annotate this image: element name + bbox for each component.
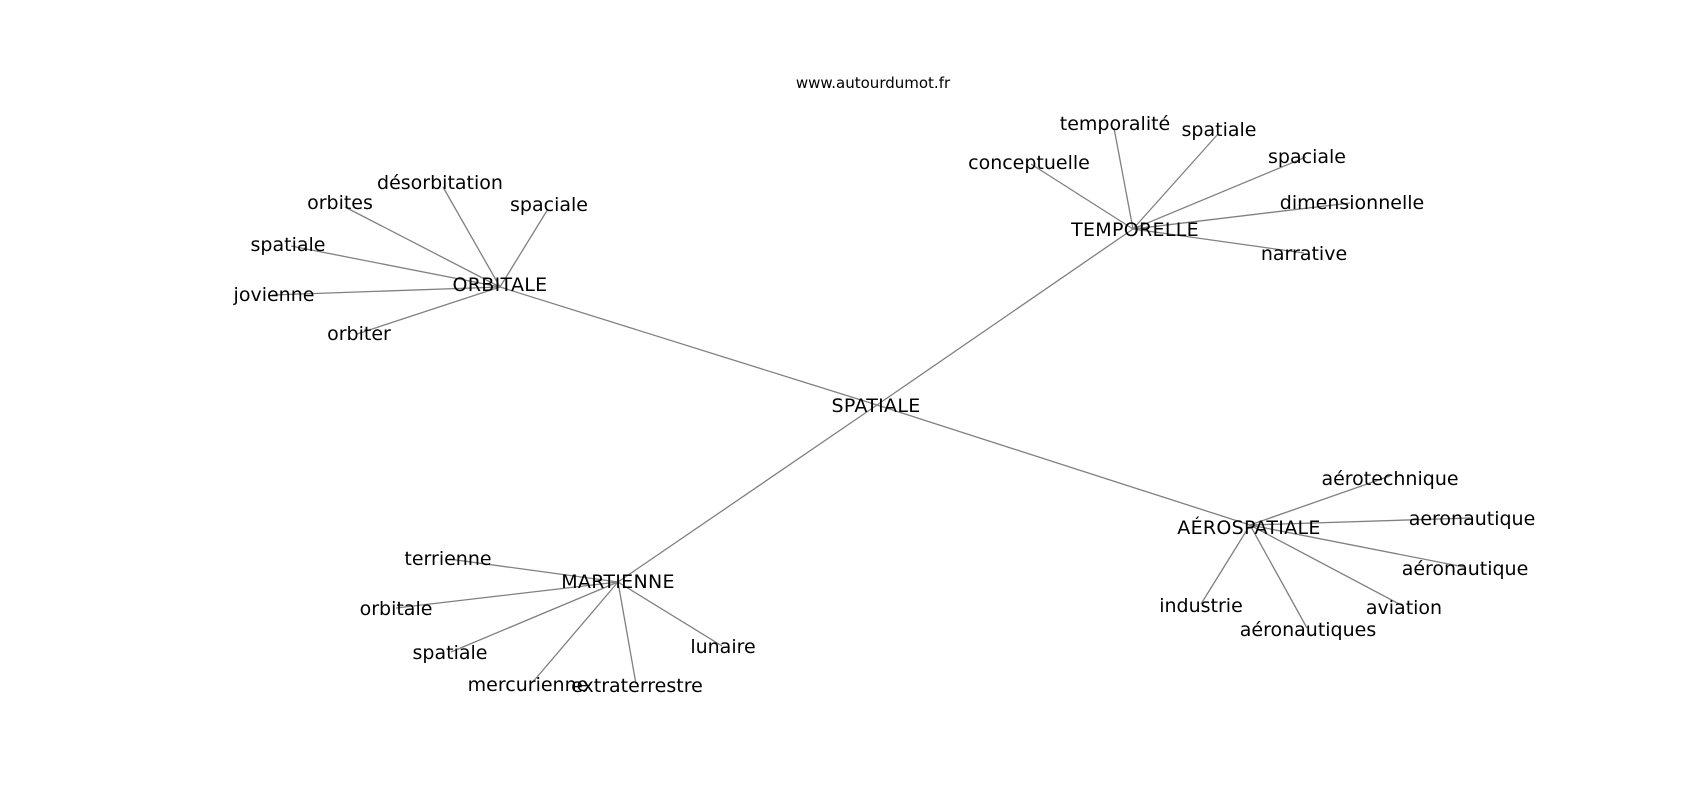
leaf-conceptuelle: conceptuelle xyxy=(968,152,1090,174)
edge-center-temporelle xyxy=(876,228,1134,406)
edge-martienne-mercurienne xyxy=(531,581,619,684)
edge-aerospatiale-aerotechnique xyxy=(1249,475,1391,526)
leaf-mercurienne: mercurienne xyxy=(468,674,589,696)
leaf-spatiale-2: spatiale xyxy=(1182,119,1257,141)
edge-center-orbitale xyxy=(499,286,878,406)
edge-martienne-extraterrestre xyxy=(617,581,637,685)
leaf-terrienne: terrienne xyxy=(404,548,491,570)
leaf-spaciale-2: spaciale xyxy=(1268,146,1346,168)
leaf-aerotechnique: aérotechnique xyxy=(1321,468,1458,490)
edge-temporelle-conceptuelle xyxy=(1030,163,1134,230)
edge-martienne-terrienne xyxy=(448,558,619,583)
edge-martienne-spatiale xyxy=(450,581,619,653)
labels: www.autourdumot.fr SPATIALE ORBITALE dés… xyxy=(233,74,1536,697)
edge-temporelle-temporalite xyxy=(1113,127,1134,230)
leaf-temporalite: temporalité xyxy=(1060,113,1170,135)
leaf-spatiale: spatiale xyxy=(251,234,326,256)
edge-center-aerospatiale xyxy=(876,404,1251,526)
edge-orbitale-spaciale xyxy=(499,208,549,288)
hub-orbitale: ORBITALE xyxy=(453,274,548,296)
leaf-narrative: narrative xyxy=(1261,243,1347,265)
leaf-aeronautique-2: aéronautique xyxy=(1402,558,1529,580)
leaf-spaciale: spaciale xyxy=(510,194,588,216)
edge-aerospatiale-aeronautique-2 xyxy=(1249,524,1465,568)
edge-center-martienne xyxy=(617,404,878,583)
leaf-dimensionnelle: dimensionnelle xyxy=(1280,192,1424,214)
edge-orbitale-desorbitation xyxy=(442,186,501,288)
hub-temporelle: TEMPORELLE xyxy=(1070,219,1199,241)
edge-martienne-lunaire xyxy=(617,581,723,647)
hub-aerospatiale: AÉROSPATIALE xyxy=(1177,516,1320,539)
edge-aerospatiale-aviation xyxy=(1249,524,1404,607)
center-node: SPATIALE xyxy=(831,395,920,417)
edge-temporelle-dimensionnelle xyxy=(1132,202,1351,230)
edge-orbitale-jovienne xyxy=(271,286,501,296)
edge-aerospatiale-aeronautiques xyxy=(1249,524,1308,629)
source-url: www.autourdumot.fr xyxy=(796,74,951,92)
leaf-orbites: orbites xyxy=(307,192,373,214)
hub-martienne: MARTIENNE xyxy=(561,571,675,593)
edge-orbitale-spatiale xyxy=(290,245,501,288)
leaf-spatiale-3: spatiale xyxy=(413,642,488,664)
edge-orbitale-orbites xyxy=(344,206,501,288)
edge-temporelle-spatiale xyxy=(1132,133,1219,230)
leaf-lunaire: lunaire xyxy=(690,636,755,658)
edge-orbitale-orbiter xyxy=(356,286,501,335)
edge-temporelle-narrative xyxy=(1132,228,1305,254)
leaf-extraterrestre: extraterrestre xyxy=(571,675,703,697)
edges xyxy=(271,127,1471,685)
edge-temporelle-spaciale xyxy=(1132,156,1307,230)
leaf-industrie: industrie xyxy=(1159,595,1243,617)
leaf-aeronautiques: aéronautiques xyxy=(1240,619,1377,641)
leaf-desorbitation: désorbitation xyxy=(377,172,503,194)
leaf-orbitale: orbitale xyxy=(360,598,433,620)
leaf-jovienne: jovienne xyxy=(233,284,315,306)
leaf-orbiter: orbiter xyxy=(327,323,391,345)
leaf-aeronautique-1: aeronautique xyxy=(1409,508,1536,530)
edge-martienne-orbitale xyxy=(395,581,619,609)
leaf-aviation: aviation xyxy=(1366,597,1442,619)
edge-aerospatiale-industrie xyxy=(1200,524,1251,605)
edge-aerospatiale-aeronautique-1 xyxy=(1249,517,1471,526)
